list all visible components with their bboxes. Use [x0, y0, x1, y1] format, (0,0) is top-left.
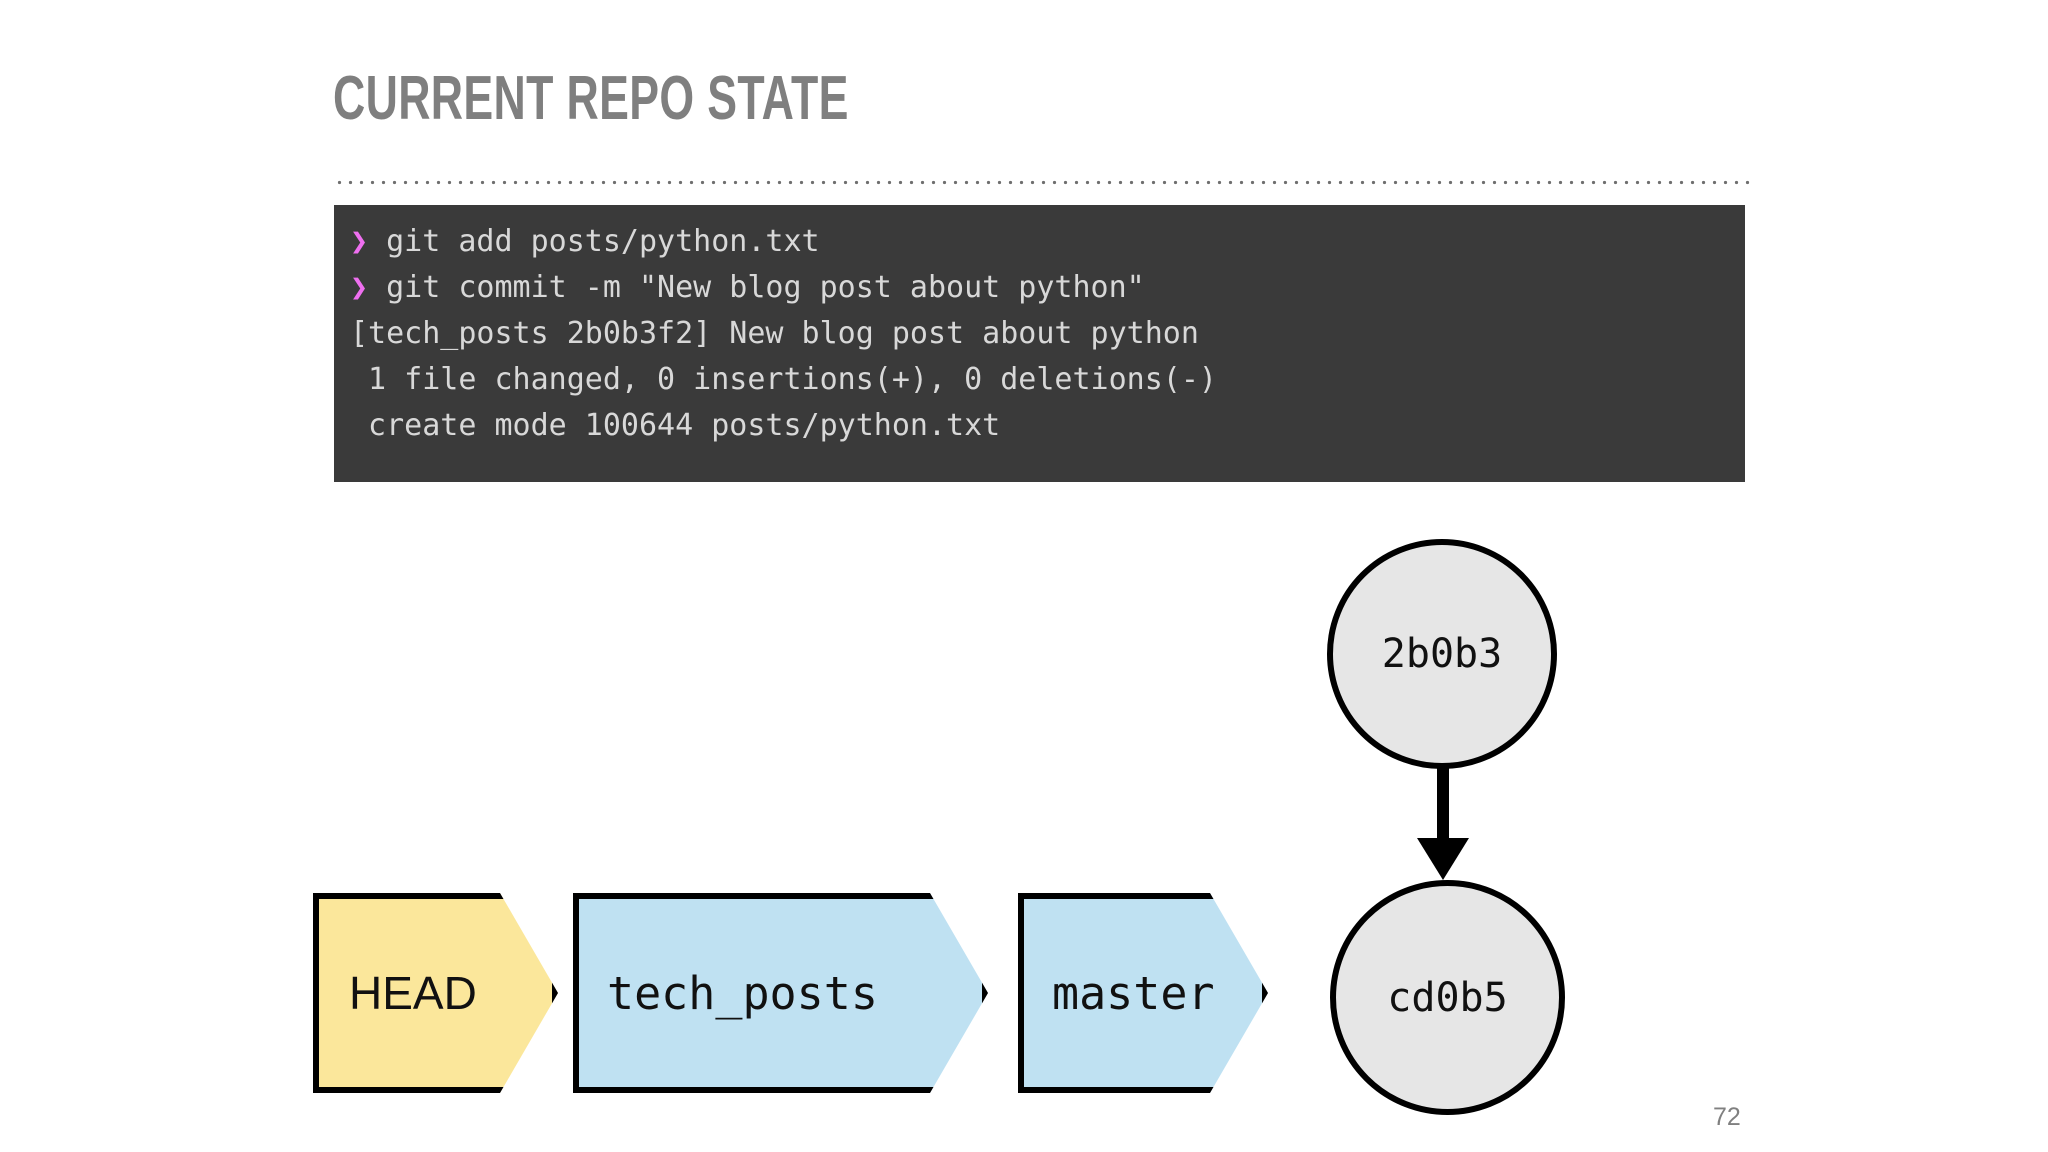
- page-number: 72: [1713, 1103, 1741, 1131]
- terminal-line: create mode 100644 posts/python.txt: [334, 403, 1745, 449]
- terminal-output-block: ❯ git add posts/python.txt ❯ git commit …: [334, 205, 1745, 482]
- commit-node-2b0b3: 2b0b3: [1327, 539, 1557, 769]
- terminal-line-text: 1 file changed, 0 insertions(+), 0 delet…: [350, 362, 1217, 397]
- branch-tag-master: master: [1018, 893, 1268, 1093]
- commit-edge-line: [1437, 765, 1449, 853]
- prompt-icon: ❯: [350, 224, 369, 259]
- terminal-line-text: [tech_posts 2b0b3f2] New blog post about…: [350, 316, 1199, 351]
- prompt-icon: ❯: [350, 270, 369, 305]
- terminal-line: ❯ git commit -m "New blog post about pyt…: [334, 265, 1745, 311]
- branch-tag-tech-posts: tech_posts: [573, 893, 988, 1093]
- terminal-line-text: git commit -m "New blog post about pytho…: [368, 270, 1145, 305]
- title-divider: [334, 180, 1752, 185]
- commit-node-cd0b5: cd0b5: [1330, 880, 1565, 1115]
- page-title: Current Repo State: [333, 64, 849, 133]
- commit-edge-arrowhead-icon: [1417, 838, 1469, 880]
- terminal-line-text: git add posts/python.txt: [368, 224, 820, 259]
- terminal-line-text: create mode 100644 posts/python.txt: [350, 408, 1001, 443]
- terminal-line: ❯ git add posts/python.txt: [334, 219, 1745, 265]
- terminal-line: 1 file changed, 0 insertions(+), 0 delet…: [334, 357, 1745, 403]
- head-pointer-tag: HEAD: [313, 893, 558, 1093]
- terminal-line: [tech_posts 2b0b3f2] New blog post about…: [334, 311, 1745, 357]
